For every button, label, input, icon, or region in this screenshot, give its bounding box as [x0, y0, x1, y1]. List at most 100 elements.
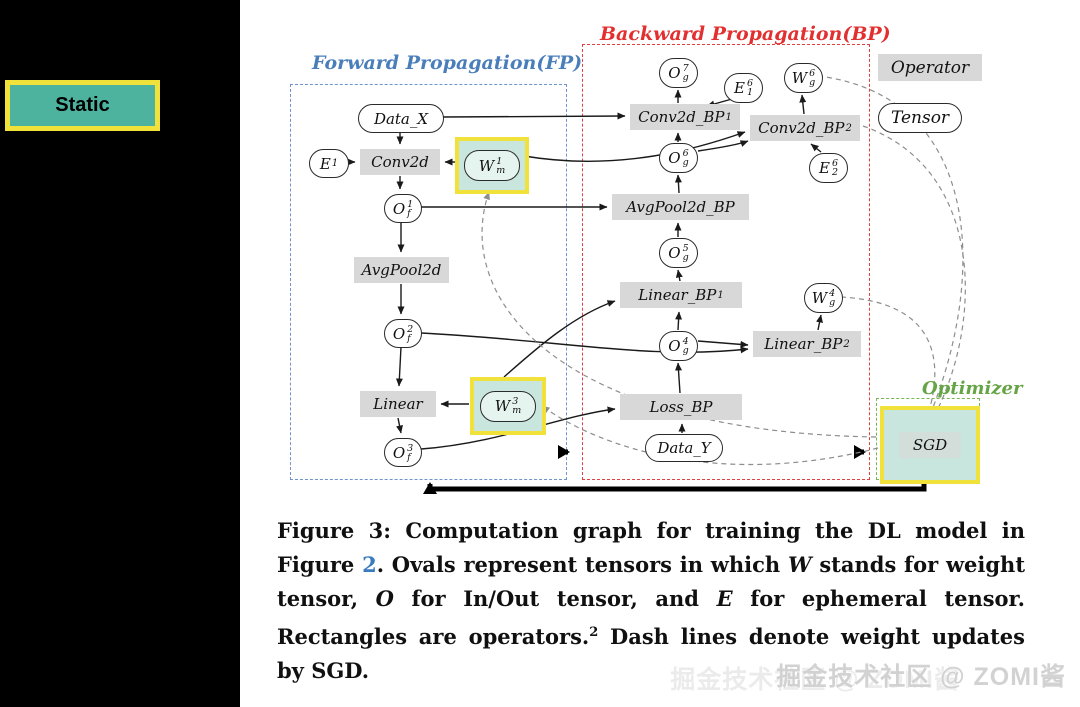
sub: f: [407, 451, 411, 463]
label: Loss_BP: [649, 398, 713, 416]
sup: 1: [331, 158, 339, 169]
base: O: [668, 244, 681, 262]
caption-text: . Ovals represent tensors in which: [376, 552, 788, 577]
label: Data_Y: [657, 439, 711, 457]
static-label: Static: [55, 94, 110, 116]
legend-tensor: Tensor: [878, 103, 962, 133]
static-badge: Static: [5, 80, 160, 131]
base: E: [734, 79, 745, 97]
base: W: [494, 397, 511, 415]
fp-region-label: Forward Propagation(FP): [312, 52, 583, 74]
base: Linear_BP: [638, 286, 717, 304]
node-conv2d: Conv2d: [360, 149, 440, 175]
sub: g: [682, 157, 689, 168]
sup: 2: [407, 323, 414, 335]
math-w: W: [787, 552, 812, 577]
sub: g: [682, 252, 689, 263]
caption-text: for ephemeral tensor. Rectangles are ope…: [277, 586, 1025, 649]
sup: 3: [512, 396, 519, 407]
caption-text: stands for weight tensor,: [277, 552, 1026, 611]
node-sgd: SGD: [899, 432, 961, 458]
base: Linear_BP: [764, 335, 843, 353]
bp-region-label: Backward Propagation(BP): [600, 23, 891, 45]
node-data-y: Data_Y: [645, 434, 723, 462]
sub: 1: [725, 111, 732, 123]
label: AvgPool2d_BP: [626, 198, 735, 216]
sub: g: [682, 345, 689, 356]
base: O: [392, 324, 406, 343]
base: Conv2d_BP: [758, 119, 845, 137]
sub: g: [829, 297, 836, 308]
sup: 7: [682, 63, 689, 74]
node-data-x: Data_X: [358, 104, 444, 133]
caption-text: for In/Out tensor, and: [393, 586, 717, 611]
base: Conv2d_BP: [638, 108, 725, 126]
caption-text: Dash lines denote weight updates by SGD.: [277, 624, 1025, 683]
base: O: [392, 199, 406, 218]
legend-operator: Operator: [878, 54, 982, 81]
sub: m: [512, 405, 522, 416]
watermark-echo: 掘金技术社区 @ ZOMI酱: [670, 666, 960, 694]
sub: f: [407, 332, 411, 344]
sub: g: [809, 77, 816, 88]
base: W: [791, 69, 808, 87]
sub: 2: [843, 338, 850, 350]
sub: g: [682, 72, 689, 83]
base: O: [392, 443, 406, 462]
label: Data_X: [373, 109, 429, 128]
figure-ref-link: 2: [362, 552, 377, 577]
sub: 2: [831, 167, 838, 178]
sub: 1: [746, 87, 753, 98]
node-avgpool2d-bp: AvgPool2d_BP: [612, 194, 749, 220]
sub: 1: [717, 289, 724, 301]
base: O: [668, 149, 681, 167]
sub: m: [496, 164, 506, 176]
label: Linear: [373, 395, 423, 413]
sup: 6: [809, 68, 816, 79]
label: Operator: [890, 57, 970, 78]
sup: 1: [496, 155, 503, 167]
highlight-sgd: SGD: [880, 406, 980, 484]
math-o: O: [375, 586, 394, 611]
sub: f: [407, 207, 411, 219]
node-loss-bp: Loss_BP: [620, 394, 742, 420]
sup: 6: [831, 158, 838, 169]
optimizer-region-label: Optimizer: [922, 378, 1023, 399]
base: W: [811, 289, 828, 307]
node-linear: Linear: [360, 391, 436, 417]
footnote-marker: 2: [589, 625, 599, 640]
left-black-panel: Static: [0, 0, 240, 707]
sup: 1: [407, 198, 414, 210]
base: W: [478, 156, 495, 175]
watermark: 掘金技术社区 @ ZOMI酱: [776, 663, 1066, 691]
base: O: [668, 337, 681, 355]
figure-caption: Figure 3: Computation graph for training…: [277, 514, 1025, 688]
math-e: E: [716, 586, 733, 611]
sup: 4: [829, 288, 836, 299]
sup: 6: [682, 148, 689, 159]
base: E: [819, 159, 830, 177]
base: O: [668, 64, 681, 82]
node-avgpool2d: AvgPool2d: [354, 257, 449, 283]
